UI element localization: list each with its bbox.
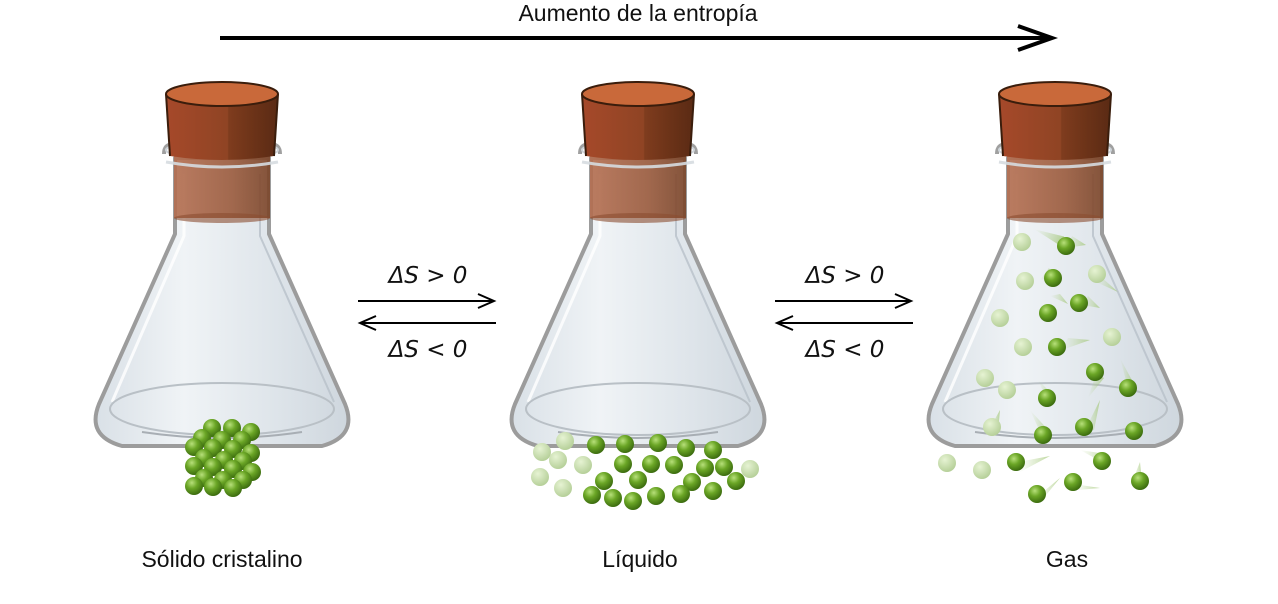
particles-solid — [185, 419, 261, 497]
transition-solid-liquid: ΔS > 0 ΔS < 0 — [357, 263, 497, 363]
flask-label-solid: Sólido cristalino — [141, 546, 302, 572]
flask-liquid — [509, 80, 767, 448]
flask-label-liquid: Líquido — [602, 546, 677, 572]
flask-gas — [926, 80, 1184, 448]
entropy-arrow — [220, 24, 1059, 52]
delta-s-negative-label: ΔS < 0 — [387, 337, 468, 363]
entropy-title: Aumento de la entropía — [518, 0, 757, 26]
flask-label-gas: Gas — [1046, 546, 1088, 572]
delta-s-positive-label: ΔS > 0 — [387, 263, 468, 289]
delta-s-positive-label: ΔS > 0 — [804, 263, 885, 289]
flask-solid — [93, 80, 351, 448]
transition-liquid-gas: ΔS > 0 ΔS < 0 — [774, 263, 914, 363]
particles-gas — [938, 229, 1149, 503]
particles-liquid — [531, 432, 759, 510]
delta-s-negative-label: ΔS < 0 — [804, 337, 885, 363]
